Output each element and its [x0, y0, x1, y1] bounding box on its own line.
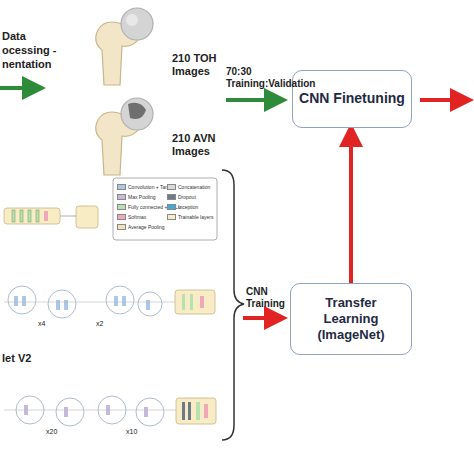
box-label: Transfer Learning (ImageNet)	[297, 295, 405, 344]
annotation-label: nentation	[2, 58, 62, 71]
annotation-label: 70:30 Training:Validation	[226, 66, 288, 90]
legend-swatch	[117, 214, 126, 220]
legend-entry: Convolution + Tanh	[117, 184, 171, 190]
annotation-label: 210 AVN Images	[172, 132, 224, 158]
annotation-label: x2	[96, 320, 116, 328]
annotation-label: ocessing -	[2, 44, 62, 57]
legend-swatch	[167, 214, 176, 220]
legend-swatch	[117, 204, 126, 210]
annotation-label: x4	[38, 320, 58, 328]
annotation-label: x20	[46, 428, 68, 436]
annotation-label: x10	[126, 428, 148, 436]
legend-entry: Max Pooling	[117, 194, 156, 200]
annotation-label: 210 TOH Images	[172, 52, 224, 78]
legend-entry: Average Pooling	[117, 224, 165, 230]
legend-text: Convolution + Tanh	[128, 184, 171, 190]
legend-entry: Dropout	[167, 194, 196, 200]
legend-text: Dropout	[178, 194, 196, 200]
legend-swatch	[167, 194, 176, 200]
flow-arrow	[349, 131, 353, 283]
legend-text: Average Pooling	[128, 224, 165, 230]
legend-entry: Softmax	[117, 214, 146, 220]
box-label: CNN Finetuning	[299, 90, 405, 108]
process-box: Transfer Learning (ImageNet)	[290, 283, 412, 355]
legend-swatch	[117, 224, 126, 230]
legend-text: Concatenation	[178, 184, 210, 190]
process-box: CNN Finetuning	[292, 70, 412, 128]
legend-text: Softmax	[128, 214, 146, 220]
legend-swatch	[167, 184, 176, 190]
annotation-label: let V2	[2, 352, 62, 365]
annotation-label: CNN Training	[246, 286, 290, 310]
legend-text: Inception	[178, 204, 198, 210]
legend-text: Trainable layers	[178, 214, 213, 220]
legend-text: Max Pooling	[128, 194, 156, 200]
legend-entry: Concatenation	[167, 184, 210, 190]
legend-swatch	[117, 184, 126, 190]
legend-swatch	[117, 194, 126, 200]
legend-swatch	[167, 204, 176, 210]
annotation-label: Data	[2, 30, 62, 43]
legend-entry: Inception	[167, 204, 198, 210]
legend-entry: Trainable layers	[167, 214, 213, 220]
